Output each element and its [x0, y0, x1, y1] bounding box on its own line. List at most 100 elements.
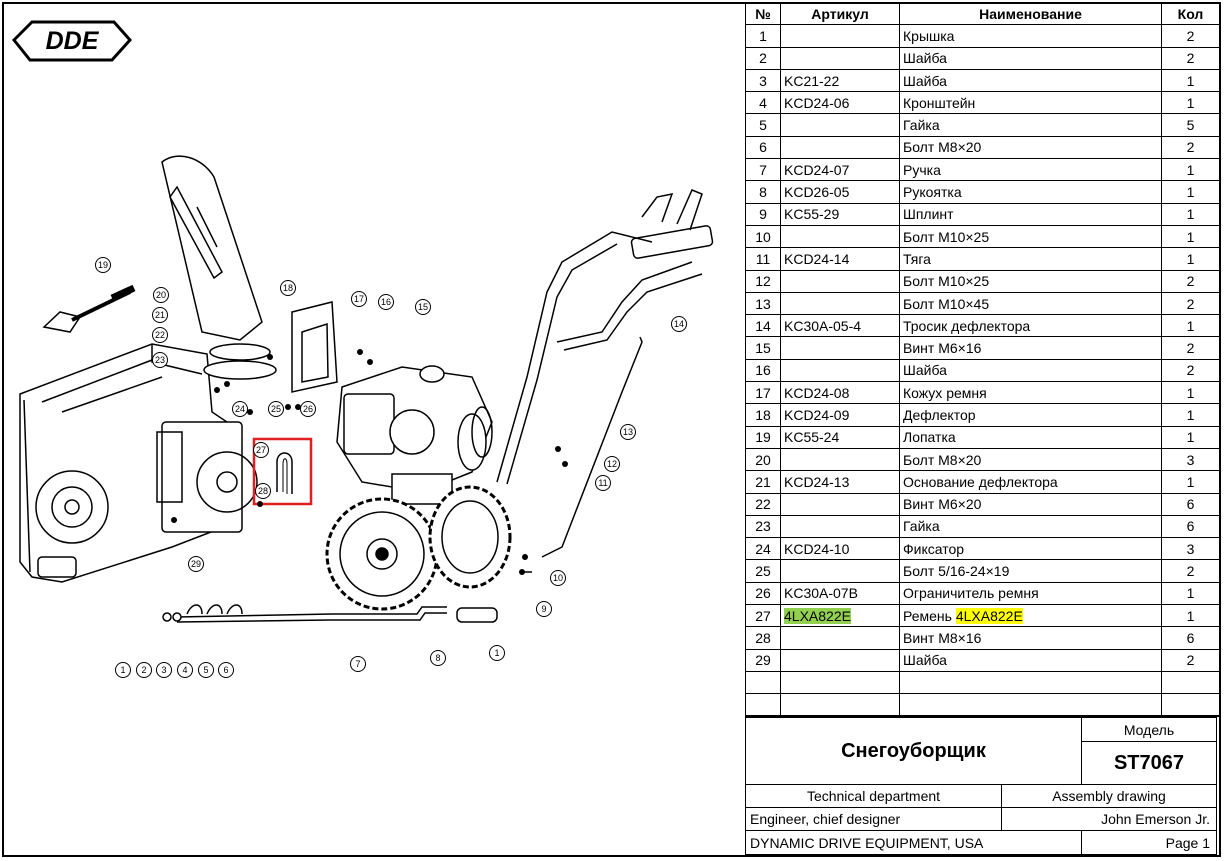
article-text: KCD24-06	[784, 94, 850, 111]
callout-28: 28	[255, 483, 271, 499]
callout-16: 16	[378, 294, 394, 310]
callout-number: 7	[355, 659, 360, 669]
cell-article: KCD24-10	[780, 537, 900, 561]
cell-name	[899, 670, 1162, 695]
cell-quantity: 1	[1161, 470, 1220, 494]
cell-name: Тросик дефлектора	[899, 314, 1162, 338]
callout-10: 10	[550, 570, 566, 586]
callout-number: 27	[256, 445, 266, 455]
callout-26: 26	[300, 401, 316, 417]
cell-name: Кронштейн	[899, 91, 1162, 115]
callout-number: 17	[354, 294, 364, 304]
col-header-qty: Кол	[1161, 1, 1220, 26]
cell-name: Шайба	[899, 46, 1162, 70]
callout-number: 1	[494, 648, 499, 658]
cell-number: 12	[745, 269, 781, 293]
department: Technical department	[745, 784, 1002, 808]
cell-name: Лопатка	[899, 425, 1162, 449]
callout-number: 22	[155, 330, 165, 340]
cell-article: KCD24-14	[780, 247, 900, 271]
callout-number: 16	[381, 297, 391, 307]
callout-number: 20	[156, 290, 166, 300]
callout-number: 25	[271, 404, 281, 414]
callout-number: 23	[155, 355, 165, 365]
callout-number: 24	[235, 404, 245, 414]
callout-19: 19	[95, 257, 111, 273]
cell-quantity	[1161, 670, 1220, 695]
callout-number: 4	[182, 665, 187, 675]
cell-number: 15	[745, 336, 781, 360]
callout-2: 2	[136, 662, 152, 678]
callout-number: 13	[623, 427, 633, 437]
cell-article	[780, 514, 900, 539]
cell-number: 5	[745, 113, 781, 137]
cell-article	[780, 358, 900, 383]
callout-number: 10	[553, 573, 563, 583]
cell-number: 25	[745, 559, 781, 583]
callout-number: 8	[435, 653, 440, 663]
cell-article	[780, 648, 900, 672]
cell-article: KC30A-07B	[780, 581, 900, 606]
cell-number: 20	[745, 447, 781, 472]
cell-article	[780, 46, 900, 70]
cell-article: KC55-24	[780, 425, 900, 449]
cell-quantity: 1	[1161, 202, 1220, 226]
cell-quantity: 2	[1161, 648, 1220, 672]
cell-number: 21	[745, 470, 781, 494]
col-header-num: №	[745, 1, 781, 26]
auger-housing	[19, 343, 258, 583]
cell-name: Гайка	[899, 113, 1162, 137]
name-text: Ремень	[903, 607, 956, 624]
callout-number: 15	[418, 302, 428, 312]
article-text: KC55-29	[784, 206, 840, 223]
cell-article: KCD26-05	[780, 180, 900, 204]
cell-article: KC30A-05-4	[780, 314, 900, 338]
article-text: KCD24-14	[784, 250, 850, 267]
cell-number: 26	[745, 581, 781, 606]
callout-8: 8	[430, 650, 446, 666]
cell-number: 16	[745, 358, 781, 383]
callout-number: 26	[303, 404, 313, 414]
cell-article: KCD24-13	[780, 470, 900, 494]
cell-number: 4	[745, 91, 781, 115]
cell-name: Рукоятка	[899, 180, 1162, 204]
cell-article: KC55-29	[780, 202, 900, 226]
cell-quantity: 3	[1161, 447, 1220, 472]
cell-name: Шайба	[899, 358, 1162, 383]
callout-25: 25	[268, 401, 284, 417]
cell-number: 29	[745, 648, 781, 672]
cell-number: 24	[745, 537, 781, 561]
company-name: DYNAMIC DRIVE EQUIPMENT, USA	[745, 830, 1082, 855]
callout-24: 24	[232, 401, 248, 417]
cell-number: 23	[745, 514, 781, 539]
cell-quantity: 1	[1161, 581, 1220, 606]
cell-article	[780, 626, 900, 650]
designer-name: John Emerson Jr.	[1001, 807, 1217, 831]
drawing-type: Assembly drawing	[1001, 784, 1217, 808]
article-text: KC21-22	[784, 72, 840, 89]
cell-name: Тяга	[899, 247, 1162, 271]
callout-18: 18	[280, 280, 296, 296]
cell-number: 14	[745, 314, 781, 338]
cell-name	[899, 693, 1162, 717]
title-block: Снегоуборщик Модель ST7067 Technical dep…	[745, 715, 1219, 855]
callout-1: 1	[489, 645, 505, 661]
cell-quantity: 2	[1161, 291, 1220, 316]
cell-name: Болт М10×25	[899, 224, 1162, 249]
page-number: Page 1	[1081, 830, 1217, 855]
cell-name: Ограничитель ремня	[899, 581, 1162, 606]
cell-article	[780, 559, 900, 583]
cell-name: Ручка	[899, 158, 1162, 182]
article-text: KCD24-13	[784, 473, 850, 490]
cell-number: 2	[745, 46, 781, 70]
cell-quantity: 1	[1161, 91, 1220, 115]
